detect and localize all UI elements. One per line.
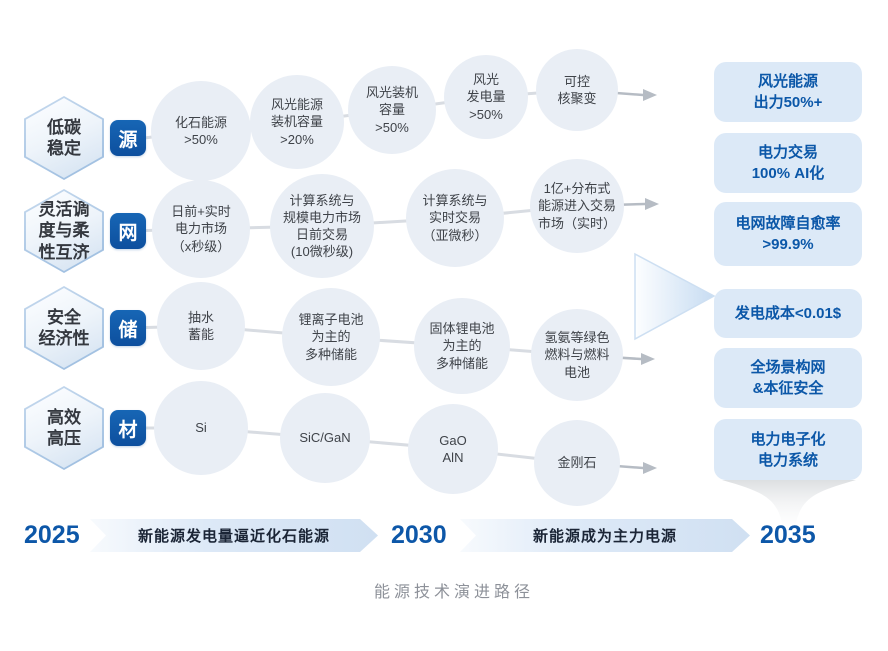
- timeline-band-2: 新能源成为主力电源: [460, 519, 750, 552]
- milestone-node: GaO AlN: [408, 404, 498, 494]
- goal-card-wind-solar-output: 风光能源 出力50%+: [714, 62, 862, 122]
- tag-source: 源: [110, 120, 146, 156]
- milestone-node: 锂离子电池 为主的 多种储能: [282, 288, 380, 386]
- milestone-node: 日前+实时 电力市场 （x秒级）: [152, 180, 250, 278]
- milestone-node: 可控 核聚变: [536, 49, 618, 131]
- funnel-swoosh: [722, 480, 856, 528]
- milestone-node: 固体锂电池 为主的 多种储能: [414, 298, 510, 394]
- goal-card-self-healing: 电网故障自愈率 >99.9%: [714, 202, 862, 266]
- tag-grid: 网: [110, 213, 146, 249]
- milestone-node: 抽水 蓄能: [157, 282, 245, 370]
- milestone-node: 风光能源 装机容量 >20%: [250, 75, 344, 169]
- timeline-band-1: 新能源发电量逼近化石能源: [90, 519, 378, 552]
- milestone-node: 风光装机 容量 >50%: [348, 66, 436, 154]
- milestone-node: SiC/GaN: [280, 393, 370, 483]
- milestone-node: 氢氨等绿色 燃料与燃料 电池: [531, 309, 623, 401]
- diagram-caption: 能源技术演进路径: [373, 584, 534, 601]
- milestone-node: 计算系统与 规模电力市场 日前交易 (10微秒级): [270, 174, 374, 278]
- tag-material: 材: [110, 410, 146, 446]
- year-2025: 2025: [24, 521, 80, 549]
- milestone-node: 金刚石: [534, 420, 620, 506]
- goal-card-generation-cost: 发电成本<0.01$: [714, 289, 862, 338]
- goal-card-ai-trading: 电力交易 100% AI化: [714, 133, 862, 193]
- year-2035: 2035: [760, 521, 816, 549]
- goal-card-power-electronics: 电力电子化 电力系统: [714, 419, 862, 480]
- tag-storage: 储: [110, 310, 146, 346]
- goal-card-grid-forming: 全场景构网 &本征安全: [714, 348, 862, 408]
- milestone-node: 化石能源 >50%: [151, 81, 251, 181]
- milestone-node: Si: [154, 381, 248, 475]
- milestone-node: 风光 发电量 >50%: [444, 55, 528, 139]
- big-chevron-icon: [634, 252, 716, 341]
- milestone-node: 计算系统与 实时交易 （亚微秒）: [406, 169, 504, 267]
- milestone-node: 1亿+分布式 能源进入交易 市场（实时）: [530, 159, 624, 253]
- year-2030: 2030: [391, 521, 447, 549]
